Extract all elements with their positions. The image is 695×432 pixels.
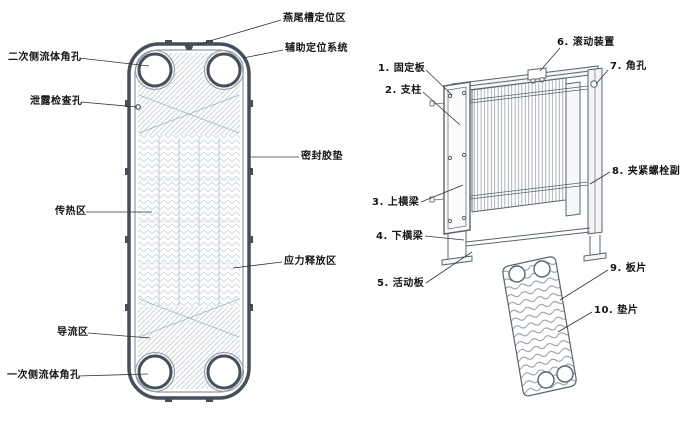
leader-plates [559,269,609,301]
label-upper-beam: 3. 上横梁 [372,197,420,208]
label-lower-beam: 4. 下横梁 [376,231,424,242]
leader-lines [77,19,611,377]
edge-clips [125,40,253,402]
label-heat-transfer-zone: 传热区 [55,206,87,217]
lower-beam-and-base [441,227,607,266]
leader-clamping-bolt [589,171,611,185]
leader-lower-beam [424,235,465,241]
lower-plate-drawing [502,256,577,397]
plate-hole-top-right [533,260,551,278]
corner-hole-top-left [137,52,173,88]
leader-movable-plate [425,251,473,284]
leader-corner-hole [595,69,609,85]
plate-drawing [125,40,253,402]
corrugated-plate [502,256,577,397]
leader-gasket [557,311,593,333]
label-leak-check-hole: 泄露检查孔 [30,96,83,107]
plate-hole-bottom-left [537,371,555,389]
leader-primary-corner-hole [77,373,149,377]
leader-fixed-plate [425,69,453,96]
corner-hole-bottom-left [137,354,173,390]
label-primary-corner-hole: 一次侧流体角孔 [7,370,81,381]
label-fixed-plate: 1. 固定板 [378,63,426,74]
label-rolling-device: 6. 滚动装置 [557,37,615,48]
leader-flow-guide-zone [87,332,151,339]
corner-hole-top-right [206,52,242,88]
leader-rolling-device [539,47,561,72]
leader-upper-beam [420,184,464,203]
label-auxiliary-positioning: 辅助定位系统 [285,43,348,54]
plate-surface-patterns [138,53,240,389]
plate-pack [471,67,603,235]
leader-auxiliary-positioning [242,49,284,59]
dovetail-notch [184,44,194,50]
leader-dovetail-zone [195,19,282,46]
label-stress-release-zone: 应力释放区 [284,256,337,267]
plate-hole-bottom-right [556,365,574,383]
label-gasket: 10. 垫片 [594,305,639,316]
fixed-plate [443,81,471,235]
label-clamping-bolt: 8. 夹紧螺栓副 [612,166,681,177]
label-sealing-gasket: 密封胶垫 [301,151,343,162]
corner-hole-assembly [590,80,598,88]
label-secondary-corner-hole: 二次侧流体角孔 [8,52,82,63]
label-support-column: 2. 支柱 [385,85,422,96]
label-movable-plate: 5. 活动板 [377,278,425,289]
label-flow-guide-zone: 导流区 [57,327,89,338]
corner-hole-bottom-right [206,354,242,390]
leader-leak-check-hole [80,101,138,108]
leader-stress-release-zone [232,261,283,269]
leader-support-column [422,91,461,126]
leader-secondary-corner-hole [78,57,150,67]
label-corner-hole: 7. 角孔 [610,61,647,72]
plate-hole-top-left [508,265,526,283]
label-dovetail-zone: 燕尾槽定位区 [283,13,346,24]
corner-holes [135,50,244,392]
label-plates: 9. 板片 [610,263,647,274]
movable-plate [565,81,581,217]
clamping-bolts [429,85,589,203]
assembly-drawing [429,65,607,266]
